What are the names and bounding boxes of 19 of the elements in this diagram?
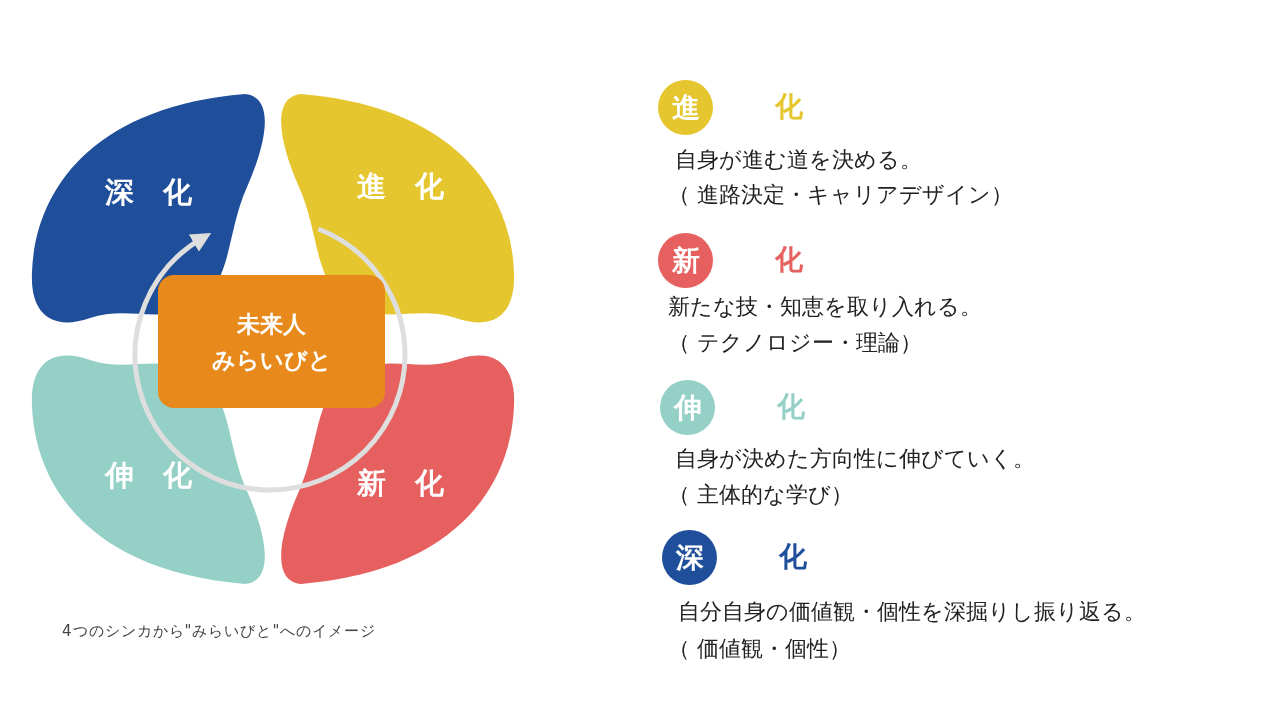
center-box: 未来人 みらいびと — [158, 275, 385, 408]
description-text: 新たな技・知恵を取り入れる。 — [668, 293, 982, 321]
heading-text: 化 — [779, 539, 807, 575]
caption: 4つのシンカから"みらいびと"へのイメージ — [62, 622, 377, 641]
description-text: （ 価値観・個性） — [668, 635, 851, 663]
description-text: 自身が進む道を決める。 — [675, 146, 922, 174]
heading-text: 化 — [777, 389, 805, 425]
badge-circle: 進 — [658, 80, 713, 135]
heading-text: 化 — [775, 242, 803, 278]
description-text: （ テクノロジー・理論） — [668, 329, 922, 357]
description-text: （ 主体的な学び） — [668, 481, 853, 509]
badge-circle: 新 — [658, 233, 713, 288]
cycle-arrow — [132, 232, 271, 493]
badge-circle: 伸 — [660, 380, 715, 435]
heading-text: 化 — [775, 89, 803, 125]
description-text: 自分自身の価値観・個性を深掘りし振り返る。 — [678, 598, 1146, 626]
description-text: （ 進路決定・キャリアデザイン） — [668, 181, 1013, 209]
badge-circle: 深 — [662, 530, 717, 585]
description-text: 自身が決めた方向性に伸びていく。 — [675, 445, 1035, 473]
